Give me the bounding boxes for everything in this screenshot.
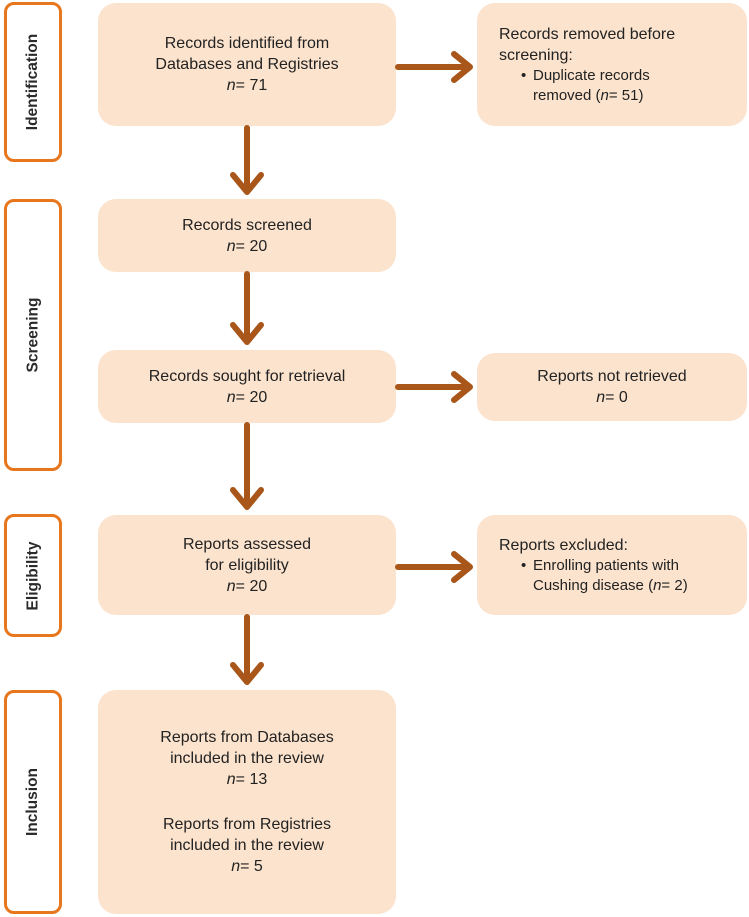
records-removed-bullet-line2: removed (	[533, 86, 601, 104]
arrow-screened-to-sought	[230, 271, 264, 345]
records-removed-n: = 51)	[608, 86, 644, 104]
n-symbol: n	[653, 576, 662, 594]
included-databases-count: n= 13	[227, 769, 268, 790]
records-identified-n: = 71	[235, 77, 268, 94]
records-sought-box: Records sought for retrieval n= 20	[98, 350, 396, 423]
records-removed-bullet-text: Duplicate records removed (n= 51)	[533, 66, 650, 106]
records-removed-bullet-line1: Duplicate records	[533, 66, 650, 84]
arrow-assessed-to-included	[230, 614, 264, 685]
records-removed-box: Records removed before screening: • Dupl…	[477, 3, 747, 126]
records-sought-count: n= 20	[227, 387, 268, 408]
reports-not-retrieved-count: n= 0	[596, 387, 628, 408]
reports-assessed-line1: Reports assessed	[182, 535, 312, 553]
included-registries-count: n= 5	[231, 856, 263, 877]
stage-eligibility: Eligibility	[4, 514, 62, 637]
included-registries-line2: included in the review	[170, 837, 324, 854]
records-identified-line1: Records identified from	[164, 35, 330, 52]
reports-excluded-bullet-text: Enrolling patients with Cushing disease …	[533, 556, 688, 596]
arrow-sought-to-assessed	[230, 422, 264, 510]
records-screened-box: Records screened n= 20	[98, 199, 396, 272]
reports-assessed-line2: for eligibility	[205, 556, 289, 574]
reports-not-retrieved-line1: Reports not retrieved	[537, 368, 687, 385]
included-registries-n: = 5	[240, 858, 263, 875]
arrow-assessed-to-excluded	[395, 551, 473, 583]
n-symbol: n	[231, 858, 241, 875]
records-sought-n: = 20	[235, 388, 268, 406]
records-identified-box: Records identified from Databases and Re…	[98, 3, 396, 126]
included-databases-line2: included in the review	[170, 750, 324, 767]
records-removed-title1: Records removed before	[499, 25, 676, 43]
reports-excluded-bullet-line2: Cushing disease (	[533, 576, 654, 594]
included-databases-n: = 13	[235, 771, 268, 788]
stage-identification: Identification	[4, 2, 62, 162]
records-screened-n: = 20	[235, 237, 268, 255]
records-identified-count: n= 71	[227, 75, 268, 96]
included-databases-line1: Reports from Databases	[160, 729, 334, 746]
records-removed-bullet: • Duplicate records removed (n= 51)	[499, 66, 650, 106]
stage-inclusion: Inclusion	[4, 690, 62, 914]
arrow-identified-to-screened	[230, 125, 264, 195]
reports-assessed-box: Reports assessed for eligibility n= 20	[98, 515, 396, 615]
reports-assessed-count: n= 20	[227, 576, 268, 597]
reports-not-retrieved-box: Reports not retrieved n= 0	[477, 353, 747, 421]
records-sought-line1: Records sought for retrieval	[148, 367, 346, 385]
n-symbol: n	[226, 577, 236, 595]
reports-included-box: Reports from Databases included in the r…	[98, 690, 396, 914]
reports-excluded-bullet: • Enrolling patients with Cushing diseas…	[499, 556, 688, 596]
reports-excluded-box: Reports excluded: • Enrolling patients w…	[477, 515, 747, 615]
n-symbol: n	[596, 389, 606, 406]
reports-excluded-title: Reports excluded:	[499, 536, 628, 554]
records-identified-line2: Databases and Registries	[155, 56, 339, 73]
records-screened-line1: Records screened	[182, 216, 312, 234]
arrow-identified-to-removed	[395, 51, 473, 83]
arrow-sought-to-not-retrieved	[395, 371, 473, 403]
n-symbol: n	[226, 771, 236, 788]
n-symbol: n	[226, 388, 236, 406]
records-screened-count: n= 20	[227, 236, 268, 257]
reports-excluded-n: = 2)	[661, 576, 688, 594]
n-symbol: n	[226, 237, 236, 255]
bullet-dot-icon: •	[521, 66, 527, 84]
stage-screening: Screening	[4, 199, 62, 471]
records-removed-title2: screening:	[499, 46, 573, 64]
n-symbol: n	[226, 77, 236, 94]
reports-excluded-bullet-line1: Enrolling patients with	[533, 556, 679, 574]
reports-not-retrieved-n: = 0	[605, 389, 628, 406]
bullet-dot-icon: •	[521, 556, 527, 574]
included-registries-line1: Reports from Registries	[162, 816, 332, 833]
n-symbol: n	[600, 86, 609, 104]
reports-assessed-n: = 20	[235, 577, 268, 595]
